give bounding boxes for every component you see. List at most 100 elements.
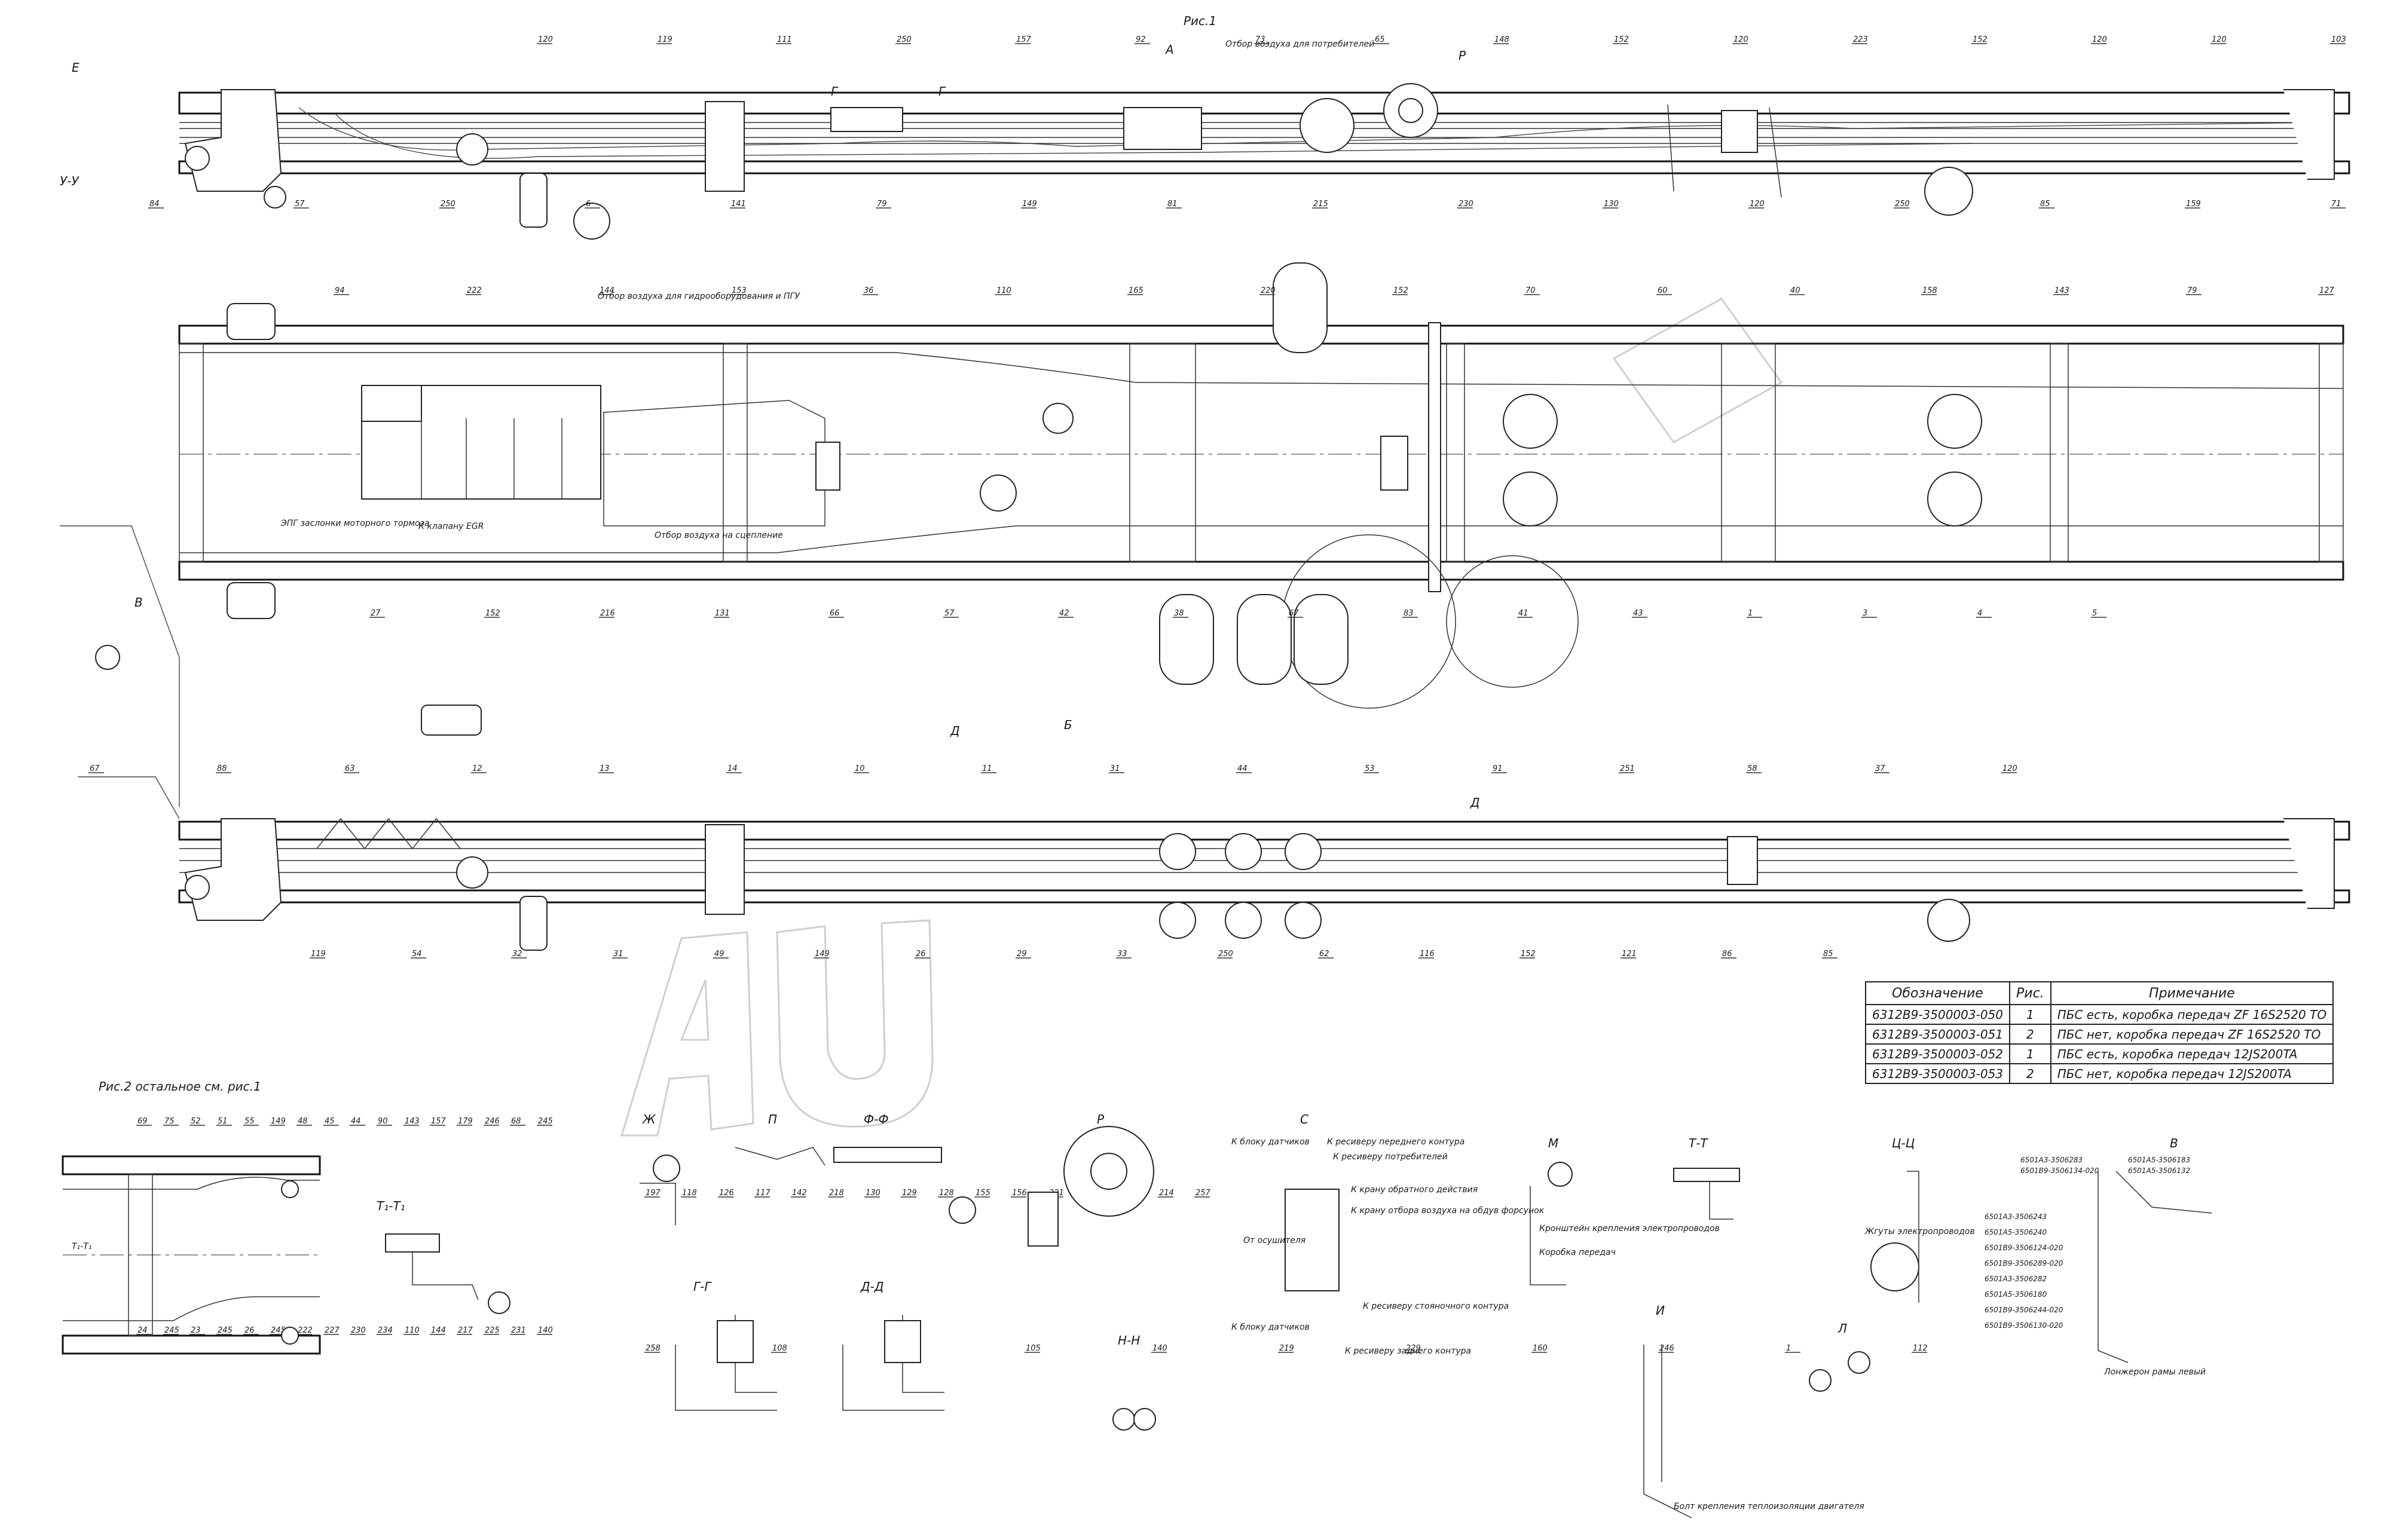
- view-i: И: [1656, 1303, 1665, 1318]
- callout-number: 57: [944, 609, 955, 618]
- callout-number: 231: [511, 1326, 526, 1335]
- callout-number: 49: [714, 950, 724, 959]
- view-ff: Ф-Ф: [864, 1112, 889, 1126]
- spec-header-figure: Рис.: [2009, 981, 2051, 1005]
- callout-number: 148: [1494, 35, 1509, 44]
- spec-header-designation: Обозначение: [1864, 981, 2011, 1005]
- wiring-code: 6501В9-3506244-020: [1985, 1306, 2063, 1314]
- wiring-code: 6501А3-3506283: [2020, 1156, 2083, 1164]
- callout-number: 67: [90, 764, 100, 773]
- callout-number: 110: [405, 1326, 420, 1335]
- view-cc: Ц-Ц: [1892, 1136, 1915, 1150]
- callout-number: 31: [1110, 764, 1120, 773]
- callout-number: 152: [1521, 950, 1536, 959]
- callout-number: 245: [164, 1326, 179, 1335]
- callout-number: 14: [727, 764, 738, 773]
- callout-number: 230: [351, 1326, 366, 1335]
- callout-number: 48: [298, 1117, 308, 1126]
- callout-number: 246: [485, 1117, 500, 1126]
- wiring-code: 6501В9-3506289-020: [1985, 1259, 2063, 1267]
- callout-number: 222: [298, 1326, 313, 1335]
- callout-number: 3: [1863, 609, 1867, 618]
- callout-number: 53: [1365, 764, 1375, 773]
- callout-number: 246: [1659, 1344, 1674, 1353]
- view-zh: Ж: [641, 1112, 656, 1126]
- wiring-code: 6501А5-3506240: [1985, 1228, 2047, 1236]
- callout-number: 121: [1622, 950, 1637, 959]
- view-e: Е: [72, 60, 80, 75]
- callout-number: 120: [2002, 764, 2017, 773]
- callout-number: 51: [218, 1117, 228, 1126]
- callout-number: 110: [996, 286, 1011, 295]
- callout-number: 4: [1977, 609, 1982, 618]
- callout-number: 128: [939, 1189, 954, 1198]
- callout-number: 229: [1406, 1344, 1421, 1353]
- callout-number: 62: [1319, 950, 1329, 959]
- callout-number: 26: [916, 950, 926, 959]
- callout-number: 197: [646, 1189, 661, 1198]
- callout-number: 143: [405, 1117, 420, 1126]
- callout-number: 149: [1022, 200, 1037, 209]
- label-c-brake: К крану обратного действия: [1351, 1185, 1478, 1195]
- spec-figure: 1: [2009, 1004, 2051, 1025]
- spec-figure: 1: [2009, 1043, 2051, 1064]
- label-gearbox: Коробка передач: [1539, 1248, 1616, 1257]
- callout-number: 251: [1620, 764, 1635, 773]
- figure1-title: Рис.1: [1184, 14, 1216, 28]
- callout-number: 88: [217, 764, 227, 773]
- spec-designation: 6312В9-3500003-051: [1864, 1024, 2011, 1045]
- callout-number: 57: [295, 200, 305, 209]
- label-c-sensor2: К блоку датчиков: [1231, 1322, 1310, 1332]
- callout-number: 126: [719, 1189, 734, 1198]
- callout-number: 105: [1026, 1344, 1041, 1353]
- callout-number: 12: [472, 764, 482, 773]
- callout-number: 120: [1750, 200, 1765, 209]
- callout-number: 33: [1117, 950, 1127, 959]
- figure2-title: Рис.2 остальное см. рис.1: [99, 1079, 261, 1094]
- label-epg: ЭПГ заслонки моторного тормоза: [280, 519, 430, 528]
- callout-number: 40: [1790, 286, 1800, 295]
- callout-number: 140: [1152, 1344, 1167, 1353]
- spec-note: ПБС нет, коробка передач 12JS200TA: [2050, 1063, 2334, 1084]
- table-row: 6312В9-3500003-052 1 ПБС есть, коробка п…: [1864, 1043, 2334, 1064]
- callout-number: 5: [2092, 609, 2097, 618]
- callout-number: 6: [586, 200, 591, 209]
- label-lonzheron: Лонжерон рамы левый: [2103, 1367, 2206, 1377]
- view-dd: Д-Д: [860, 1279, 883, 1294]
- label-wires: Жгуты электропроводов: [1864, 1227, 1975, 1236]
- wiring-code: 6501А3-3506282: [1985, 1275, 2047, 1283]
- callout-number: 84: [149, 200, 160, 209]
- wiring-code: 6501А5-3506183: [2128, 1156, 2190, 1164]
- callout-number: 245: [538, 1117, 553, 1126]
- wiring-code: 6501А5-3506180: [1985, 1290, 2047, 1299]
- label-c-front: К ресиверу переднего контура: [1327, 1137, 1464, 1147]
- callout-number: 149: [271, 1117, 286, 1126]
- view-d1: Д: [950, 724, 960, 738]
- callout-number: 66: [830, 609, 840, 618]
- frame-bottom-view: [60, 525, 2350, 951]
- callout-number: 179: [458, 1117, 473, 1126]
- callout-number: 119: [658, 35, 672, 44]
- wiring-code: 6501В9-3506134-020: [2020, 1167, 2099, 1175]
- callout-number: 13: [600, 764, 610, 773]
- callout-number: 152: [1614, 35, 1629, 44]
- callout-number: 44: [1237, 764, 1248, 773]
- callout-number: 217: [458, 1326, 473, 1335]
- callout-number: 158: [1922, 286, 1937, 295]
- callout-number: 141: [731, 200, 746, 209]
- callout-number: 1: [1748, 609, 1753, 618]
- spec-figure: 2: [2009, 1024, 2051, 1045]
- callout-number: 156: [1012, 1189, 1027, 1198]
- callout-number: 11: [982, 764, 992, 773]
- view-uu: У-У: [60, 174, 80, 188]
- label-c-sensor: К блоку датчиков: [1231, 1137, 1310, 1147]
- frame-plan-view: [178, 262, 2344, 736]
- callout-number: 73: [1255, 35, 1265, 44]
- view-d2: Д: [1470, 795, 1480, 810]
- callout-number: 32: [512, 950, 522, 959]
- callout-number: 223: [1853, 35, 1868, 44]
- spec-header-row: Обозначение Рис. Примечание: [1864, 981, 2334, 1005]
- callout-number: 245: [218, 1326, 233, 1335]
- callout-number: 153: [732, 286, 747, 295]
